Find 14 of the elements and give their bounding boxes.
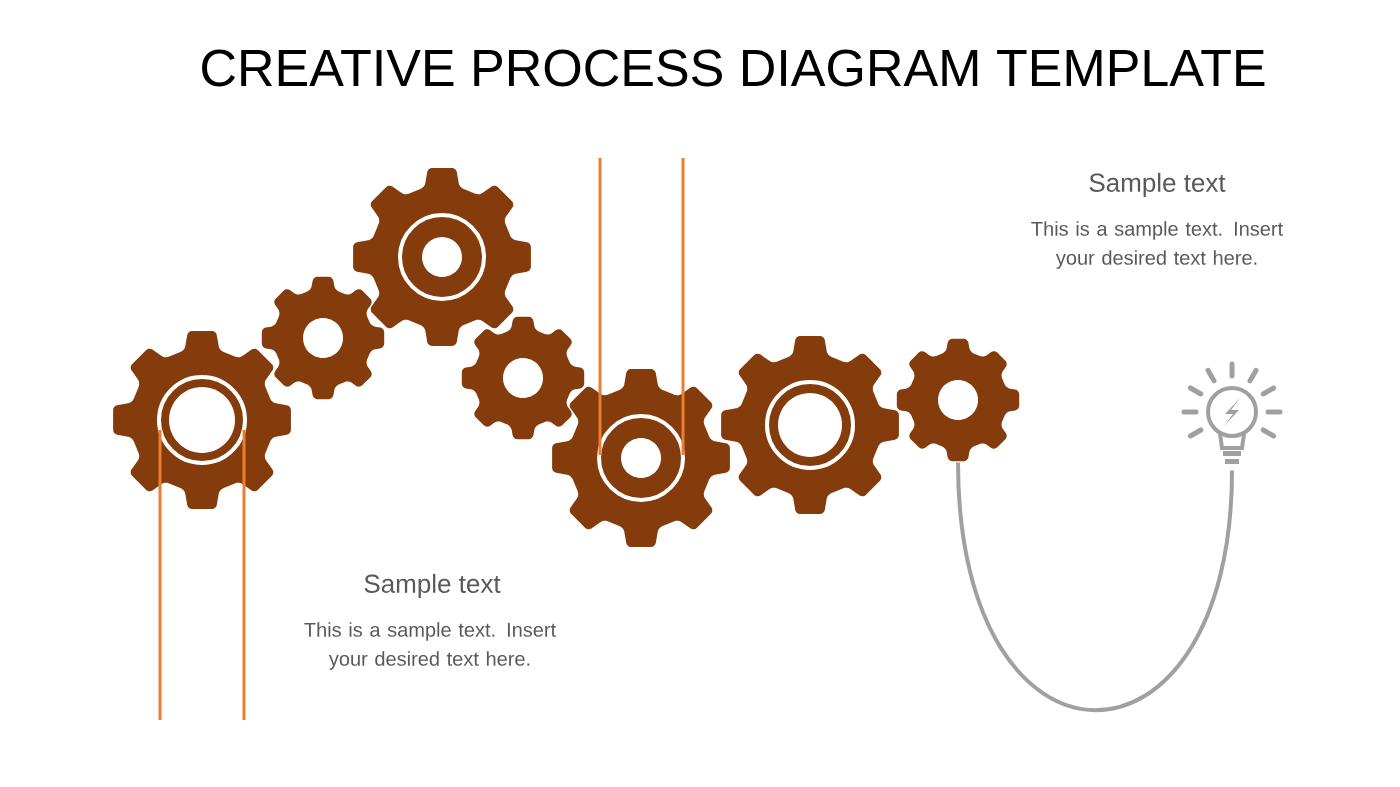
body-text: This is a sample text. Insert your desired text here. bbox=[1031, 221, 1283, 269]
lightbulb-drawing bbox=[1181, 361, 1283, 464]
gear bbox=[461, 316, 585, 440]
gear bbox=[896, 338, 1020, 462]
gear bbox=[261, 276, 385, 400]
title: CREATIVE PROCESS DIAGRAM TEMPLATE bbox=[202, 49, 1265, 87]
gear bbox=[353, 168, 531, 346]
gear bbox=[552, 369, 730, 547]
gear bbox=[113, 331, 291, 509]
gear bbox=[721, 336, 899, 514]
heading: Sample text bbox=[364, 573, 501, 599]
cable bbox=[956, 462, 1234, 713]
body-text: This is a sample text. Insert your desired text here. bbox=[304, 622, 556, 670]
heading: Sample text bbox=[1089, 172, 1226, 198]
